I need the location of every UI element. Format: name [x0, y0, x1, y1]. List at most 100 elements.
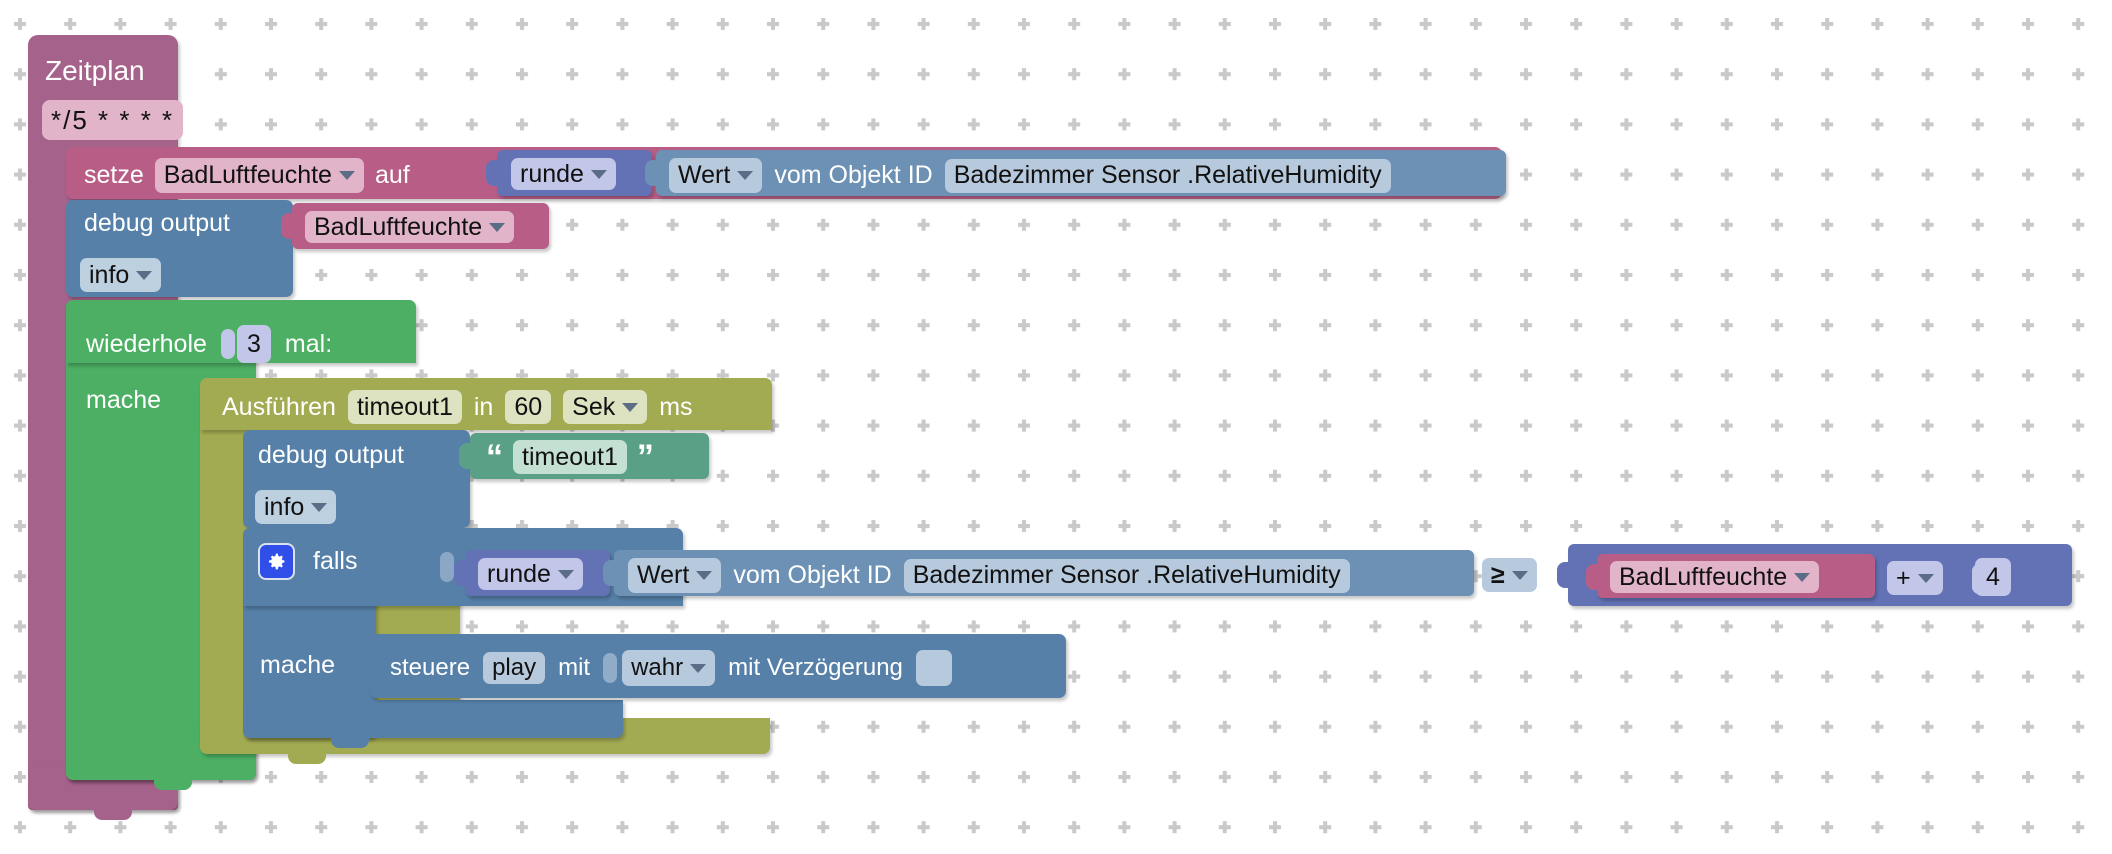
- chevron-down-icon: [737, 171, 754, 180]
- timeout-unit-dropdown[interactable]: Sek: [563, 390, 648, 424]
- text-literal-row: “ timeout1 ”: [486, 437, 654, 476]
- repeat-do-label: mache: [86, 386, 162, 414]
- debug-severity-dropdown-1[interactable]: info: [80, 258, 162, 292]
- if-condition-socket: [440, 552, 454, 582]
- arithmetic-left-variable-label: BadLuftfeuchte: [1619, 562, 1788, 591]
- schedule-cron-field[interactable]: */5 * * * *: [42, 100, 184, 140]
- repeat-unit-label: mal:: [284, 329, 333, 358]
- arithmetic-block-plug: [1557, 562, 1571, 588]
- round-mode-dropdown-2[interactable]: runde: [478, 558, 583, 590]
- arithmetic-operator-label: +: [1896, 563, 1911, 592]
- timeout-unit-label: Sek: [572, 392, 616, 421]
- timeout-suffix-label: ms: [659, 392, 693, 421]
- object-id-field-2[interactable]: Badezimmer Sensor .RelativeHumidity: [903, 558, 1350, 593]
- if-block-foot: [243, 700, 623, 738]
- timeout-keyword: Ausführen: [222, 392, 336, 421]
- chevron-down-icon: [489, 222, 506, 232]
- round-block-2-plug: [454, 560, 468, 586]
- repeat-keyword: wiederhole: [86, 329, 207, 358]
- control-keyword: steuere: [390, 654, 471, 681]
- schedule-title: Zeitplan: [45, 55, 145, 86]
- repeat-row: wiederhole 3 mal:: [86, 325, 332, 363]
- round-mode-label-2: runde: [487, 559, 551, 588]
- text-literal-field[interactable]: timeout1: [513, 440, 627, 474]
- debug-output-label-2: debug output: [258, 441, 404, 469]
- round-mode-dropdown-1[interactable]: runde: [511, 158, 616, 190]
- object-id-label-1: vom Objekt ID: [774, 161, 933, 189]
- control-target-field[interactable]: play: [483, 652, 546, 684]
- text-literal-block-plug: [459, 443, 473, 469]
- debug-severity-dropdown-2[interactable]: info: [255, 490, 337, 524]
- chevron-down-icon: [557, 569, 574, 579]
- debug-severity-label-2: info: [264, 492, 305, 521]
- debug-message-variable-plug-1: [281, 213, 295, 239]
- chevron-down-icon: [1917, 573, 1934, 583]
- debug-message-variable-label-1: BadLuftfeuchte: [314, 212, 483, 241]
- timeout-block-notch: [228, 378, 266, 389]
- control-delay-field[interactable]: [915, 650, 952, 686]
- repeat-block-notch: [94, 300, 132, 311]
- if-do-label: mache: [260, 651, 336, 679]
- object-value-mode-dropdown-2[interactable]: Wert: [628, 558, 722, 593]
- if-keyword: falls: [313, 547, 358, 575]
- object-value-mode-label-2: Wert: [637, 561, 690, 589]
- chevron-down-icon: [622, 402, 639, 412]
- object-id-field-1[interactable]: Badezimmer Sensor .RelativeHumidity: [944, 158, 1391, 193]
- if-block-notch: [271, 528, 309, 539]
- timeout-name-field[interactable]: timeout1: [347, 390, 462, 424]
- if-block-foot-notch: [331, 736, 369, 748]
- control-delay-label: mit Verzögerung: [728, 654, 903, 681]
- chevron-down-icon: [1511, 570, 1528, 580]
- timeout-row: Ausführen timeout1 in 60 Sek ms: [222, 390, 693, 424]
- object-value-row-2: Wert vom Objekt ID Badezimmer Sensor .Re…: [628, 558, 1350, 593]
- variable-name-dropdown[interactable]: BadLuftfeuchte: [154, 158, 364, 193]
- object-value-block-1-plug: [645, 160, 659, 186]
- chevron-down-icon: [338, 171, 355, 180]
- timeout-block-header: [200, 378, 772, 430]
- gear-glyph: [268, 553, 285, 570]
- control-state-socket: [603, 653, 618, 683]
- debug-message-variable-dropdown-1[interactable]: BadLuftfeuchte: [305, 211, 515, 243]
- control-row: steuere play mit wahr mit Verzögerung: [390, 650, 952, 686]
- arithmetic-operand-field[interactable]: 4: [1975, 558, 2011, 596]
- set-variable-keyword: setze: [84, 161, 144, 189]
- chevron-down-icon: [590, 169, 607, 179]
- comparison-operator-label: ≥: [1491, 560, 1505, 589]
- repeat-block-foot-notch: [154, 778, 192, 790]
- gear-icon[interactable]: [258, 543, 295, 580]
- control-block-notch: [398, 634, 436, 645]
- debug-output-2-notch: [271, 430, 309, 441]
- variable-name-label: BadLuftfeuchte: [163, 161, 332, 189]
- control-with-label: mit: [558, 654, 591, 681]
- set-variable-row: setze BadLuftfeuchte auf: [84, 158, 410, 193]
- control-state-dropdown[interactable]: wahr: [622, 650, 716, 686]
- if-header-row: falls: [258, 543, 357, 580]
- open-quote-icon: “: [486, 437, 503, 476]
- timeout-amount-field[interactable]: 60: [505, 390, 552, 424]
- chevron-down-icon: [311, 502, 328, 512]
- object-value-block-2-plug: [603, 560, 617, 586]
- object-id-label-2: vom Objekt ID: [733, 561, 892, 589]
- round-mode-label-1: runde: [520, 159, 584, 188]
- set-variable-connector: auf: [374, 161, 410, 189]
- arithmetic-operator-dropdown[interactable]: +: [1887, 561, 1943, 595]
- chevron-down-icon: [136, 270, 153, 280]
- chevron-down-icon: [696, 571, 713, 580]
- object-value-mode-label-1: Wert: [678, 161, 731, 189]
- repeat-times-field[interactable]: 3: [236, 325, 271, 363]
- set-variable-notch: [94, 147, 132, 158]
- debug-severity-label-1: info: [89, 260, 130, 289]
- timeout-block-foot-notch: [288, 752, 326, 764]
- arithmetic-left-variable-dropdown[interactable]: BadLuftfeuchte: [1610, 561, 1820, 593]
- control-state-label: wahr: [631, 654, 684, 681]
- chevron-down-icon: [690, 663, 707, 673]
- comparison-operator-dropdown[interactable]: ≥: [1482, 558, 1537, 592]
- close-quote-icon: ”: [636, 437, 654, 476]
- repeat-times-socket: [220, 329, 235, 359]
- object-value-row-1: Wert vom Objekt ID Badezimmer Sensor .Re…: [669, 158, 1391, 193]
- debug-output-1-notch: [94, 200, 132, 211]
- object-value-mode-dropdown-1[interactable]: Wert: [669, 158, 763, 193]
- schedule-block-foot-notch: [94, 808, 132, 820]
- debug-output-label-1: debug output: [84, 209, 230, 237]
